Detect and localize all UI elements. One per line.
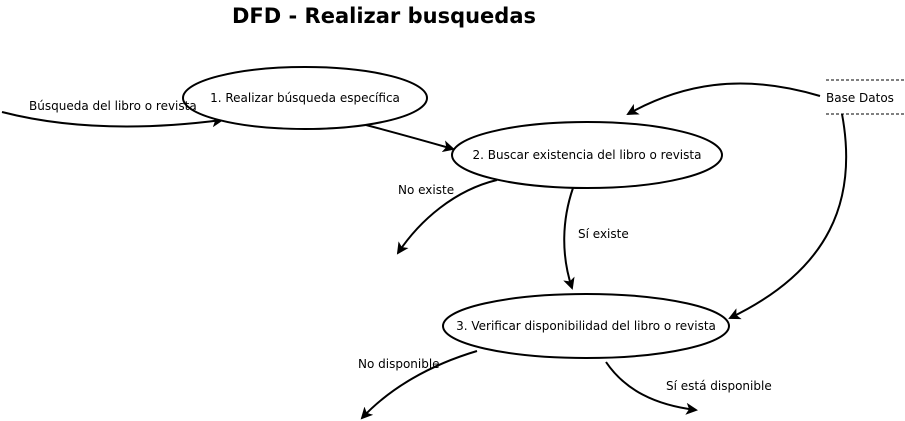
flow-arrow-no-disponible [360,350,478,420]
process-3-shape [442,293,730,359]
flow-arrow-input [1,111,224,128]
process-3-label: 3. Verificar disponibilidad del libro o … [456,319,716,333]
flow-arrow-no-existe [396,179,498,255]
process-3[interactable]: 3. Verificar disponibilidad del libro o … [442,293,730,359]
process-1-label: 1. Realizar búsqueda específica [210,91,400,105]
flow-arrow-si-existe [563,187,575,290]
process-2-label: 2. Buscar existencia del libro o revista [473,148,702,162]
flow-label-no-disponible: No disponible [358,357,440,371]
flow-arrow-db-p2 [626,82,821,115]
diagram-title: DFD - Realizar busquedas [232,4,536,28]
flow-label-input: Búsqueda del libro o revista [29,99,197,113]
process-2[interactable]: 2. Buscar existencia del libro o revista [451,121,723,189]
flow-label-si-disponible: Sí está disponible [666,379,772,393]
flow-label-no-existe: No existe [398,183,454,197]
data-store-label: Base Datos [826,91,894,105]
flow-arrow-si-disponible [605,361,698,415]
flow-label-si-existe: Sí existe [578,227,629,241]
process-2-shape [451,121,723,189]
process-1-shape [182,66,428,130]
flow-arrow-db-p3 [728,113,848,320]
process-1[interactable]: 1. Realizar búsqueda específica [182,66,428,130]
data-store[interactable]: Base Datos [826,79,904,115]
flow-arrow-p1-p2 [365,124,455,153]
